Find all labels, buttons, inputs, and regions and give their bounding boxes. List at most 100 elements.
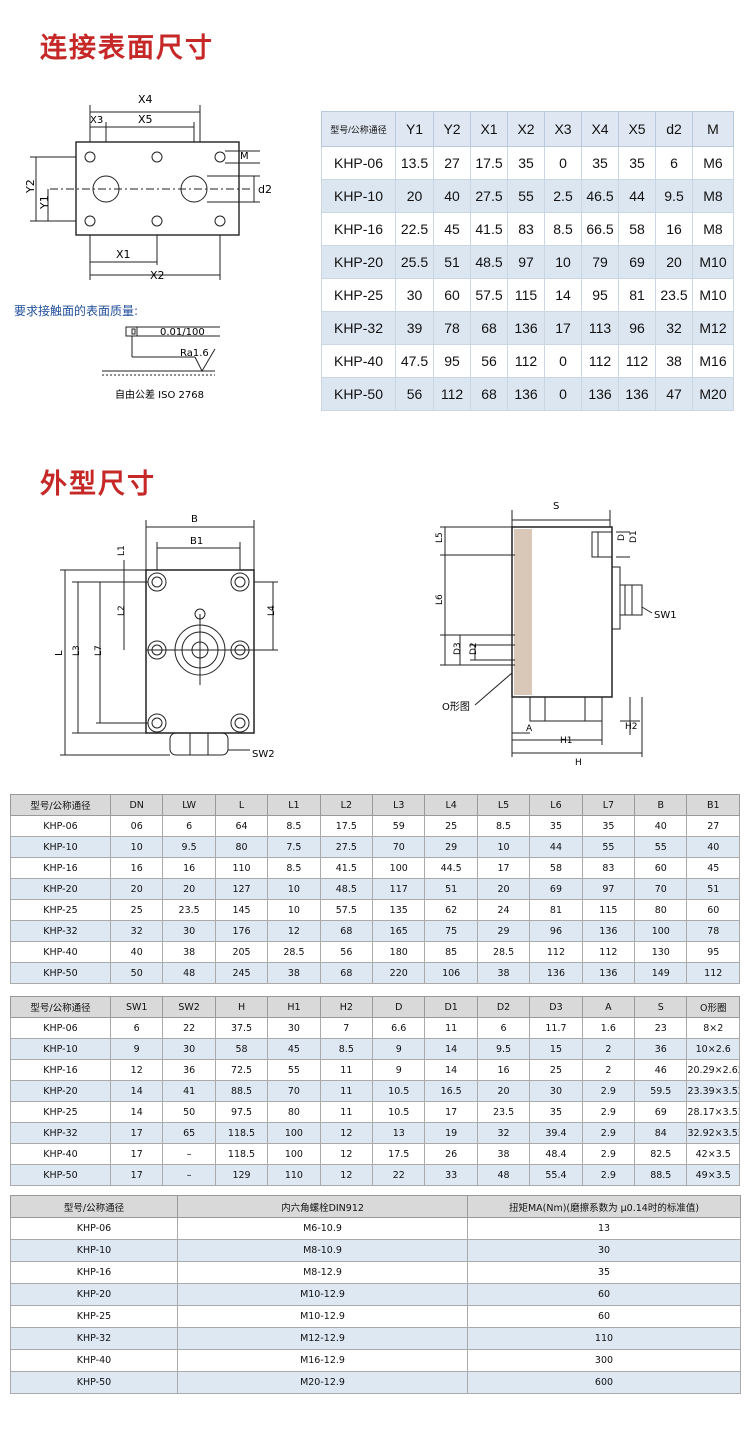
table-cell: 20 — [655, 245, 693, 279]
table-cell: 69 — [618, 245, 656, 279]
table-cell: 65 — [162, 1122, 216, 1144]
table-cell: 51 — [433, 245, 471, 279]
table-cell: 0 — [544, 146, 582, 180]
table-cell: KHP-25 — [10, 899, 111, 921]
table-cell: 60 — [467, 1305, 741, 1328]
table-cell: 165 — [372, 920, 426, 942]
table-cell: 2.5 — [544, 179, 582, 213]
table-cell: 55.4 — [529, 1164, 583, 1186]
table-cell: 60 — [467, 1283, 741, 1306]
header-cell: X3 — [544, 111, 582, 147]
header-cell: L4 — [424, 794, 478, 816]
table-cell: 14 — [424, 1038, 478, 1060]
table-cell: 2 — [581, 1059, 636, 1081]
table-cell: 35 — [507, 146, 545, 180]
table-cell: 45 — [433, 212, 471, 246]
dim-l1: L1 — [117, 545, 127, 556]
table-cell: 15 — [529, 1038, 583, 1060]
table-cell: 97.5 — [214, 1101, 269, 1123]
table-cell: KHP-16 — [10, 1059, 111, 1081]
header-cell: D — [372, 996, 426, 1018]
header-cell: H — [214, 996, 269, 1018]
dim-y1: Y1 — [38, 195, 51, 210]
table-cell: 78 — [433, 311, 471, 345]
table-cell: 11.7 — [529, 1017, 583, 1039]
dim-l: L — [54, 650, 65, 656]
table-cell: 48.5 — [319, 878, 374, 900]
dim-d: D — [617, 534, 627, 541]
table-cell: 23 — [634, 1017, 688, 1039]
label-sw2: SW2 — [252, 749, 275, 760]
table-cell: 20 — [395, 179, 434, 213]
roughness-value: Ra1.6 — [180, 348, 209, 359]
table-cell: 20 — [476, 1080, 531, 1102]
dim-l5: L5 — [435, 532, 445, 543]
table-cell: 112 — [581, 941, 636, 963]
table-cell: 112 — [581, 344, 619, 378]
table-cell: M10-12.9 — [177, 1305, 468, 1328]
table-cell: 17.5 — [319, 815, 374, 837]
table-cell: 10×2.6 — [686, 1038, 740, 1060]
table-cell: 84 — [634, 1122, 688, 1144]
table-cell: 600 — [467, 1371, 741, 1394]
table-cell: KHP-16 — [10, 857, 111, 879]
surface-section-title: 连接表面尺寸 — [40, 33, 214, 64]
table-cell: KHP-06 — [10, 815, 111, 837]
table-cell: 25 — [424, 815, 478, 837]
table-cell: KHP-25 — [321, 278, 396, 312]
table-cell: 30 — [267, 1017, 321, 1039]
table-cell: 300 — [467, 1349, 741, 1372]
table-cell: 41 — [162, 1080, 216, 1102]
tolerance-note: 自由公差 ISO 2768 — [115, 388, 204, 401]
table-cell: 44 — [529, 836, 583, 858]
table-cell: 47 — [655, 377, 693, 411]
table-cell: 32 — [109, 920, 164, 942]
table-cell: 12 — [319, 1122, 374, 1144]
table-cell: 35 — [618, 146, 656, 180]
table-cell: 20.29×2.62 — [686, 1059, 740, 1081]
table-cell: KHP-16 — [10, 1261, 178, 1284]
table-cell: 129 — [214, 1164, 269, 1186]
table-cell: 70 — [267, 1080, 321, 1102]
table-cell: 36 — [162, 1059, 216, 1081]
table-cell: 57.5 — [319, 899, 374, 921]
table-header-row: 型号/公称通径 Y1 Y2 X1 X2 X3 X4 X5 d2 M — [321, 111, 734, 147]
table-cell: 11 — [424, 1017, 478, 1039]
header-cell: A — [581, 996, 636, 1018]
table-cell: 9.5 — [476, 1038, 531, 1060]
table-cell: KHP-10 — [321, 179, 396, 213]
table-cell: 48.5 — [470, 245, 508, 279]
header-cell: 型号/公称通径 — [10, 996, 111, 1018]
header-cell: H2 — [319, 996, 374, 1018]
table-cell: 0 — [544, 344, 582, 378]
table-cell: KHP-20 — [10, 878, 111, 900]
table-cell: 58 — [618, 212, 656, 246]
table-cell: 136 — [618, 377, 656, 411]
table-cell: 32.92×3.53 — [686, 1122, 740, 1144]
table-cell: 38 — [655, 344, 693, 378]
header-cell: 型号/公称通径 — [10, 1195, 178, 1218]
table-cell: 11 — [319, 1080, 374, 1102]
table-cell: 115 — [581, 899, 636, 921]
table-cell: 58 — [529, 857, 583, 879]
table-cell: 9 — [372, 1038, 426, 1060]
header-cell: D2 — [476, 996, 531, 1018]
table-cell: 58 — [214, 1038, 269, 1060]
table-cell: 81 — [529, 899, 583, 921]
table-cell: 136 — [507, 311, 545, 345]
header-cell: 型号/公称通径 — [10, 794, 111, 816]
table-cell: 95 — [581, 278, 619, 312]
flatness-value: 0.01/100 — [160, 327, 205, 338]
header-cell: L7 — [581, 794, 636, 816]
header-cell: LW — [162, 794, 216, 816]
